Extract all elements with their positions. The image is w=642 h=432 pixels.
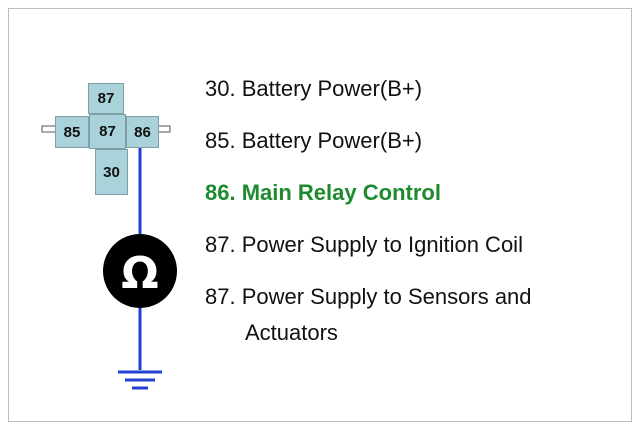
legend-item-86: 86. Main Relay Control: [205, 180, 441, 205]
legend-item-87-ignition: 87. Power Supply to Ignition Coil: [205, 232, 523, 257]
pin-87-center: 87: [89, 114, 126, 149]
diagram-frame: [8, 8, 632, 422]
ohm-symbol: Ω: [121, 248, 158, 299]
pin-86: 86: [126, 116, 159, 148]
legend-item-30: 30. Battery Power(B+): [205, 76, 423, 101]
pin-87-top: 87: [88, 83, 124, 114]
left-terminal-stub: [41, 125, 57, 133]
legend-item-87-sensors: 87. Power Supply to Sensors and: [205, 284, 532, 309]
ohm-resistor-icon: Ω: [103, 234, 177, 308]
pin-85: 85: [55, 116, 89, 148]
legend-item-87-sensors-continuation: Actuators: [245, 320, 338, 345]
legend-item-85: 85. Battery Power(B+): [205, 128, 423, 153]
ground-icon: [118, 370, 162, 390]
pin-30: 30: [95, 149, 128, 195]
